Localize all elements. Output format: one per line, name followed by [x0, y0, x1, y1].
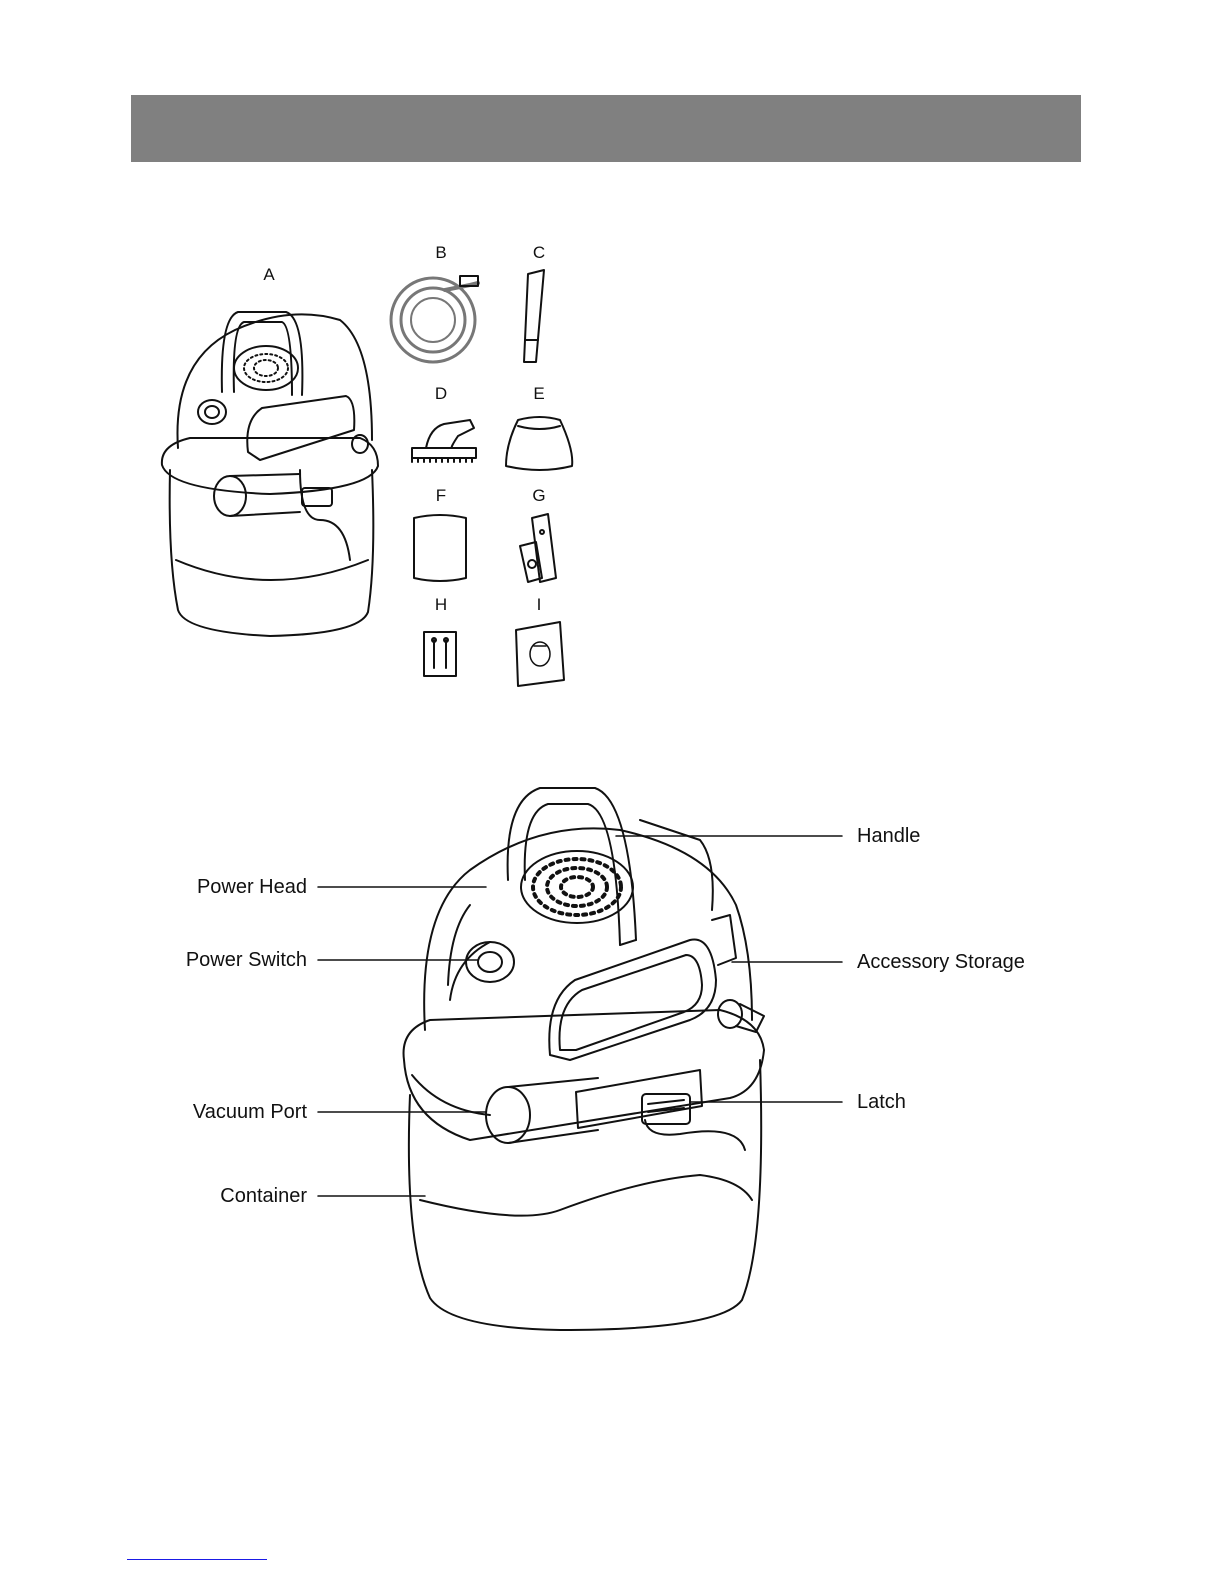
vacuum-large-drawing	[404, 788, 764, 1330]
callout-vacuum-port: Vacuum Port	[193, 1102, 307, 1122]
item-letter-d: D	[435, 385, 447, 402]
wall-bracket-drawing	[520, 514, 556, 582]
callout-latch: Latch	[857, 1092, 906, 1112]
callout-handle: Handle	[857, 826, 920, 846]
hose-accessory-drawing	[391, 276, 478, 362]
item-letter-g: G	[532, 487, 545, 504]
bag-drawing	[414, 515, 466, 581]
item-letter-e: E	[533, 385, 544, 402]
item-letter-f: F	[436, 487, 446, 504]
callout-power-switch: Power Switch	[186, 950, 307, 970]
callout-accessory-storage: Accessory Storage	[857, 952, 1025, 972]
item-letter-i: I	[537, 596, 542, 613]
vacuum-small-drawing	[162, 312, 378, 636]
brush-nozzle-drawing	[412, 420, 476, 462]
footnote-rule	[127, 1559, 267, 1560]
item-letter-h: H	[435, 596, 447, 613]
filter-drawing	[506, 417, 572, 470]
callout-power-head: Power Head	[197, 877, 307, 897]
item-letter-b: B	[435, 244, 446, 261]
item-letter-c: C	[533, 244, 545, 261]
item-letter-a: A	[263, 266, 274, 283]
manual-drawing	[516, 622, 564, 686]
callout-container: Container	[220, 1186, 307, 1206]
screws-card-drawing	[424, 632, 456, 676]
crevice-tool-drawing	[524, 270, 544, 362]
